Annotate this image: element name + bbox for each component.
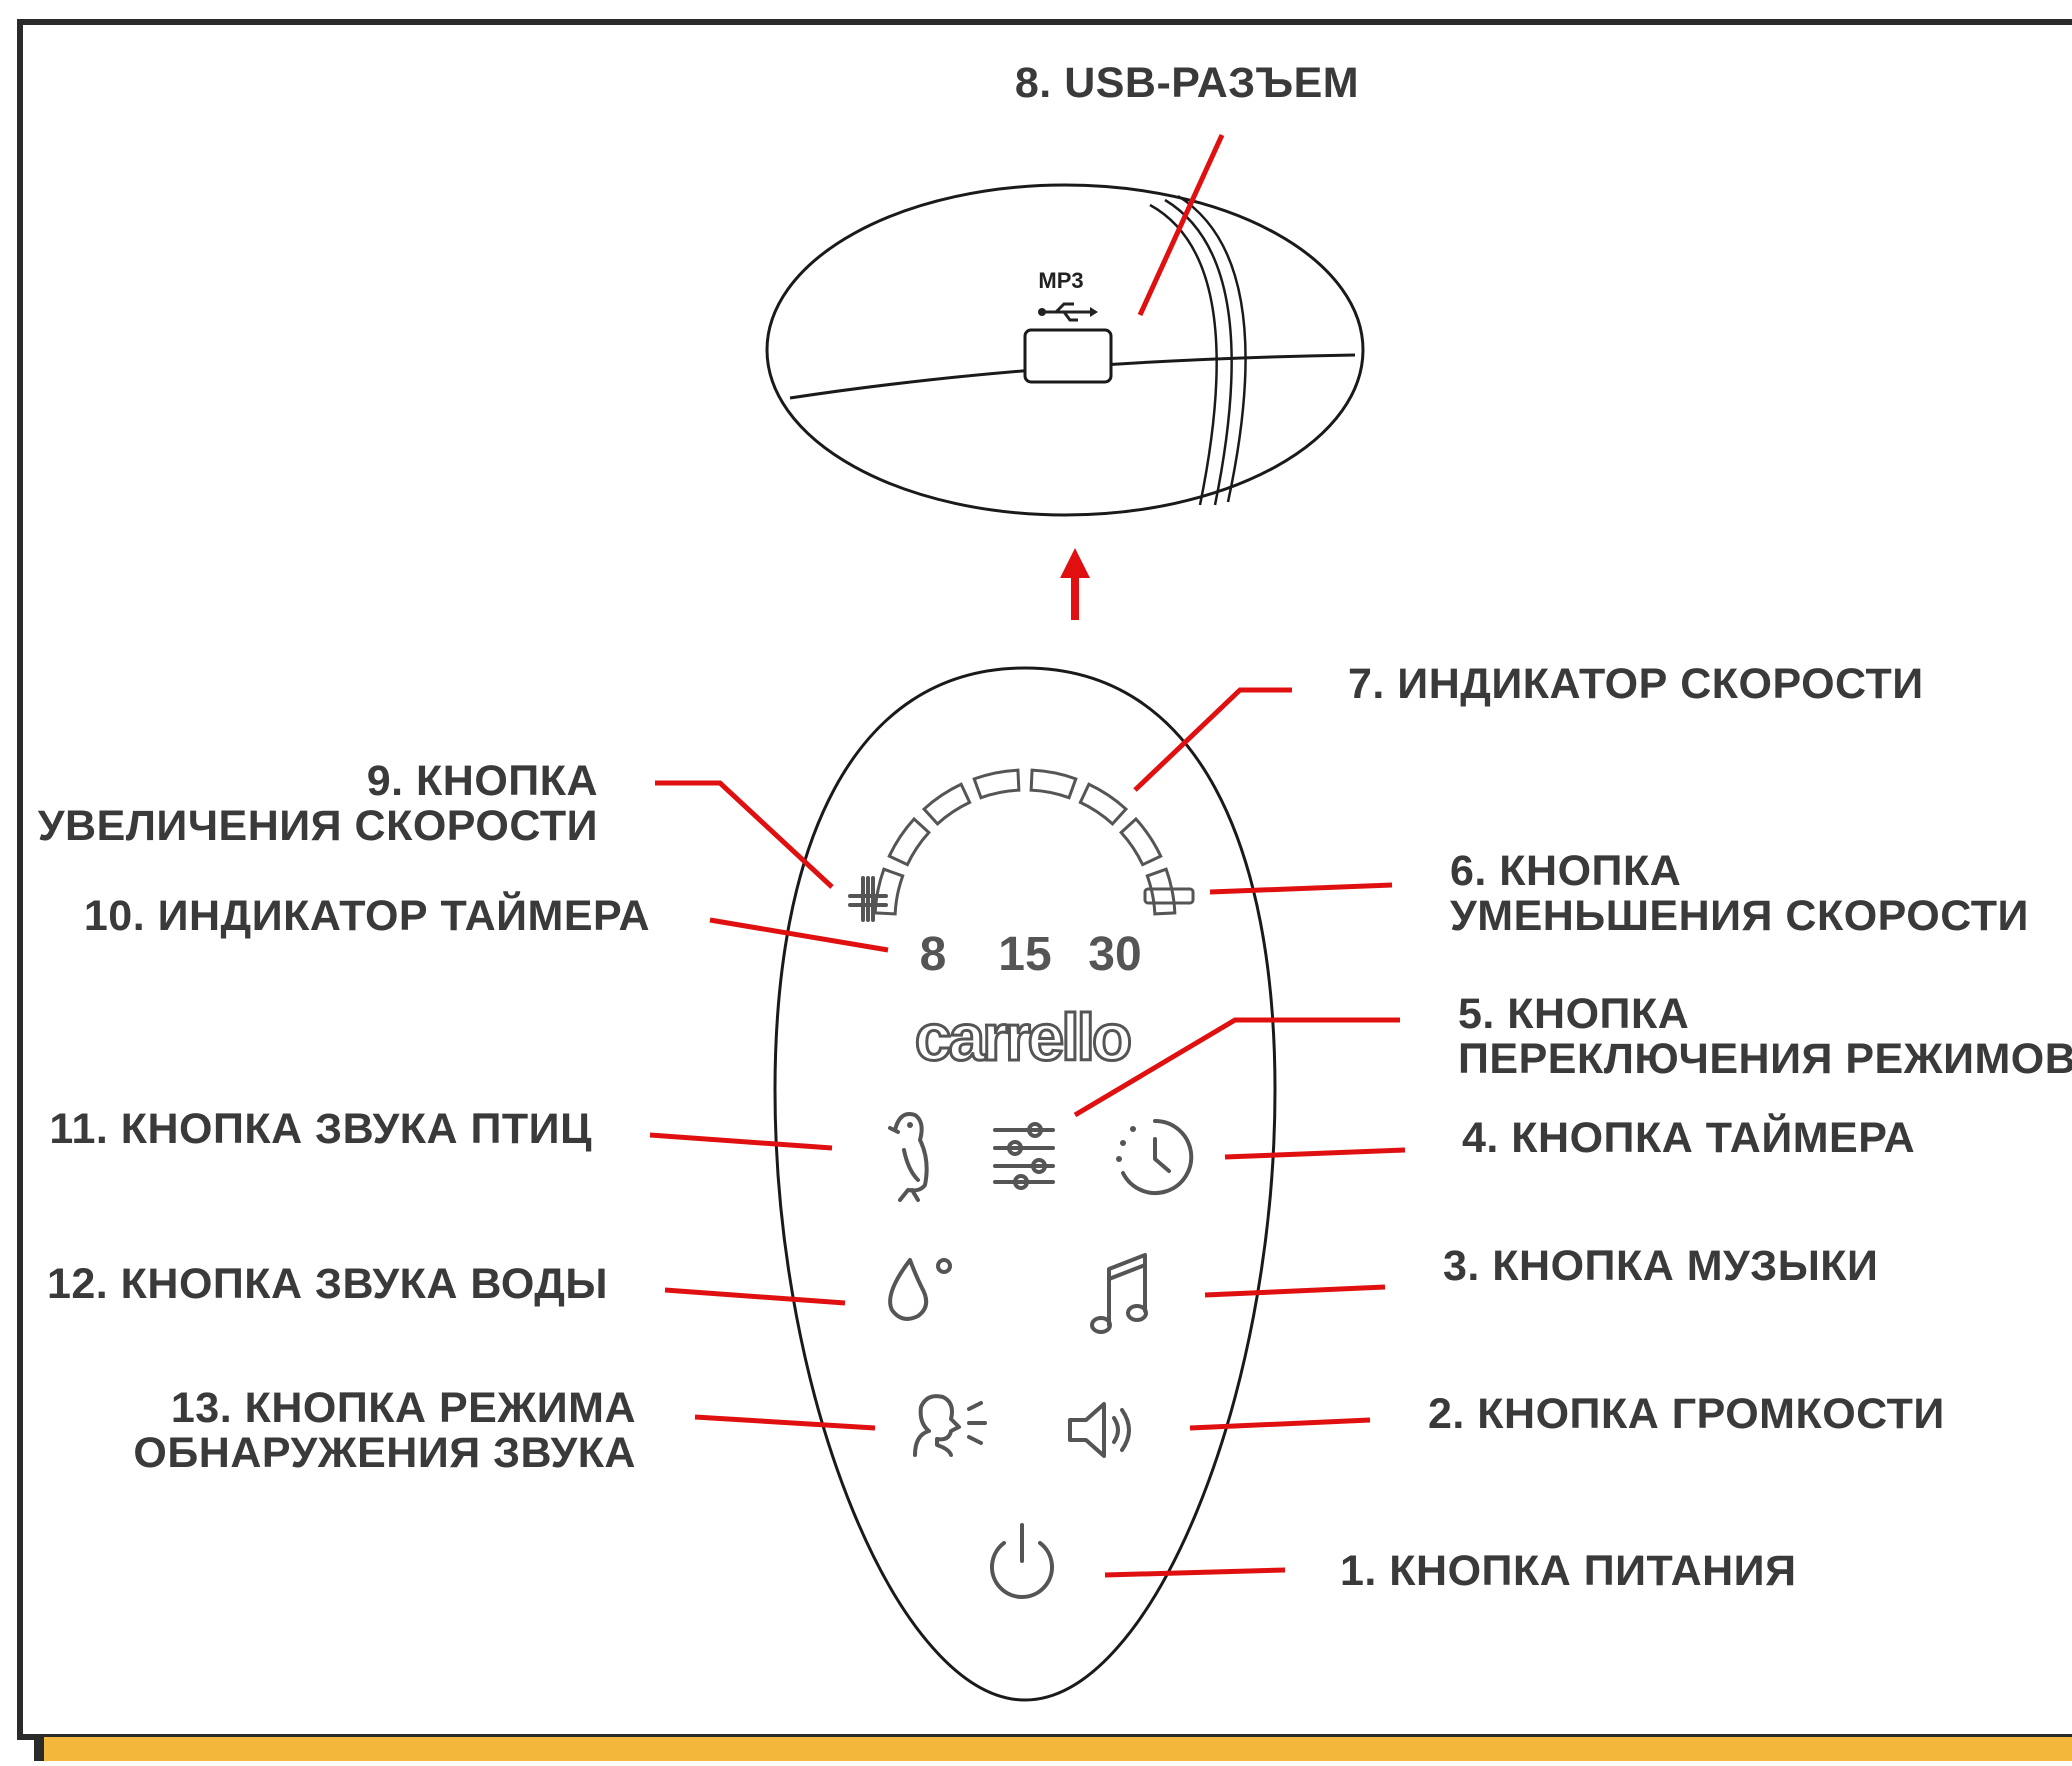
speed-segment bbox=[887, 816, 931, 867]
speed-segment bbox=[1029, 768, 1078, 800]
bird-icon[interactable] bbox=[888, 1112, 929, 1202]
minus-icon[interactable] bbox=[1143, 887, 1195, 905]
label-music: 3. КНОПКА МУЗЫКИ bbox=[1443, 1242, 1878, 1290]
leader-usb bbox=[1137, 133, 1225, 317]
timer-value-30: 30 bbox=[1088, 928, 1141, 981]
leader-power bbox=[1104, 1567, 1286, 1578]
leader-timer-indicator bbox=[709, 917, 889, 953]
up-arrow bbox=[1060, 548, 1090, 620]
leader-speed-indicator bbox=[1133, 687, 1292, 792]
leader-mode bbox=[1073, 1017, 1400, 1118]
leader-water bbox=[664, 1287, 846, 1306]
leader-speed-down bbox=[1209, 882, 1393, 895]
label-timer-indicator: 10. ИНДИКАТОР ТАЙМЕРА bbox=[84, 891, 650, 940]
label-speed-down-2: УМЕНЬШЕНИЯ СКОРОСТИ bbox=[1450, 892, 2029, 940]
leader-birds bbox=[649, 1132, 833, 1151]
timer-value-15: 15 bbox=[998, 928, 1051, 981]
label-sound-detect-1: 13. КНОПКА РЕЖИМА bbox=[171, 1384, 636, 1432]
device-top-view: MP3 bbox=[765, 183, 1365, 517]
label-timer-button: 4. КНОПКА ТАЙМЕРА bbox=[1462, 1113, 1915, 1162]
leader-speed-up bbox=[655, 780, 834, 889]
label-mode-2: ПЕРЕКЛЮЧЕНИЯ РЕЖИМОВ bbox=[1458, 1035, 2072, 1083]
speaker-icon[interactable] bbox=[1068, 1402, 1131, 1458]
brand-logo: carrello bbox=[915, 1000, 1130, 1074]
speed-segment bbox=[1078, 782, 1129, 826]
speed-segment bbox=[921, 782, 972, 826]
timer-icon[interactable] bbox=[1116, 1118, 1194, 1195]
leader-sound-detect bbox=[694, 1414, 876, 1431]
usb-icon bbox=[1038, 302, 1098, 322]
sliders-icon[interactable] bbox=[993, 1122, 1055, 1190]
leader-lines bbox=[649, 133, 1406, 1578]
label-volume: 2. КНОПКА ГРОМКОСТИ bbox=[1428, 1390, 1945, 1438]
label-speed-indicator: 7. ИНДИКАТОР СКОРОСТИ bbox=[1348, 660, 1924, 708]
leader-timer-button bbox=[1224, 1147, 1406, 1160]
label-power: 1. КНОПКА ПИТАНИЯ bbox=[1340, 1547, 1797, 1595]
leader-volume bbox=[1189, 1417, 1371, 1431]
leader-music bbox=[1204, 1284, 1386, 1298]
speed-segment bbox=[972, 768, 1021, 800]
label-speed-up-2: УВЕЛИЧЕНИЯ СКОРОСТИ bbox=[38, 802, 598, 850]
timer-value-8: 8 bbox=[920, 928, 947, 981]
speed-segment bbox=[1119, 816, 1163, 867]
voice-detect-icon[interactable] bbox=[913, 1394, 987, 1457]
speed-indicator bbox=[873, 768, 1177, 916]
music-note-icon[interactable] bbox=[1090, 1253, 1148, 1334]
usb-port bbox=[1023, 328, 1113, 384]
label-water: 12. КНОПКА ЗВУКА ВОДЫ bbox=[47, 1260, 608, 1308]
label-speed-down-1: 6. КНОПКА bbox=[1450, 847, 1681, 895]
speed-segment bbox=[873, 867, 905, 916]
power-icon[interactable] bbox=[990, 1523, 1054, 1599]
label-mode-1: 5. КНОПКА bbox=[1458, 990, 1689, 1038]
water-drop-icon[interactable] bbox=[888, 1258, 952, 1321]
bottom-bar bbox=[40, 1737, 2072, 1761]
plus-icon[interactable] bbox=[848, 876, 888, 922]
label-speed-up-1: 9. КНОПКА bbox=[367, 757, 598, 805]
usb-port-label: MP3 bbox=[1038, 268, 1083, 293]
label-birds: 11. КНОПКА ЗВУКА ПТИЦ bbox=[49, 1105, 592, 1153]
label-sound-detect-2: ОБНАРУЖЕНИЯ ЗВУКА bbox=[133, 1429, 636, 1477]
bottom-bar-edge bbox=[34, 1737, 44, 1761]
label-usb: 8. USB-РАЗЪЕМ bbox=[1015, 59, 1359, 107]
